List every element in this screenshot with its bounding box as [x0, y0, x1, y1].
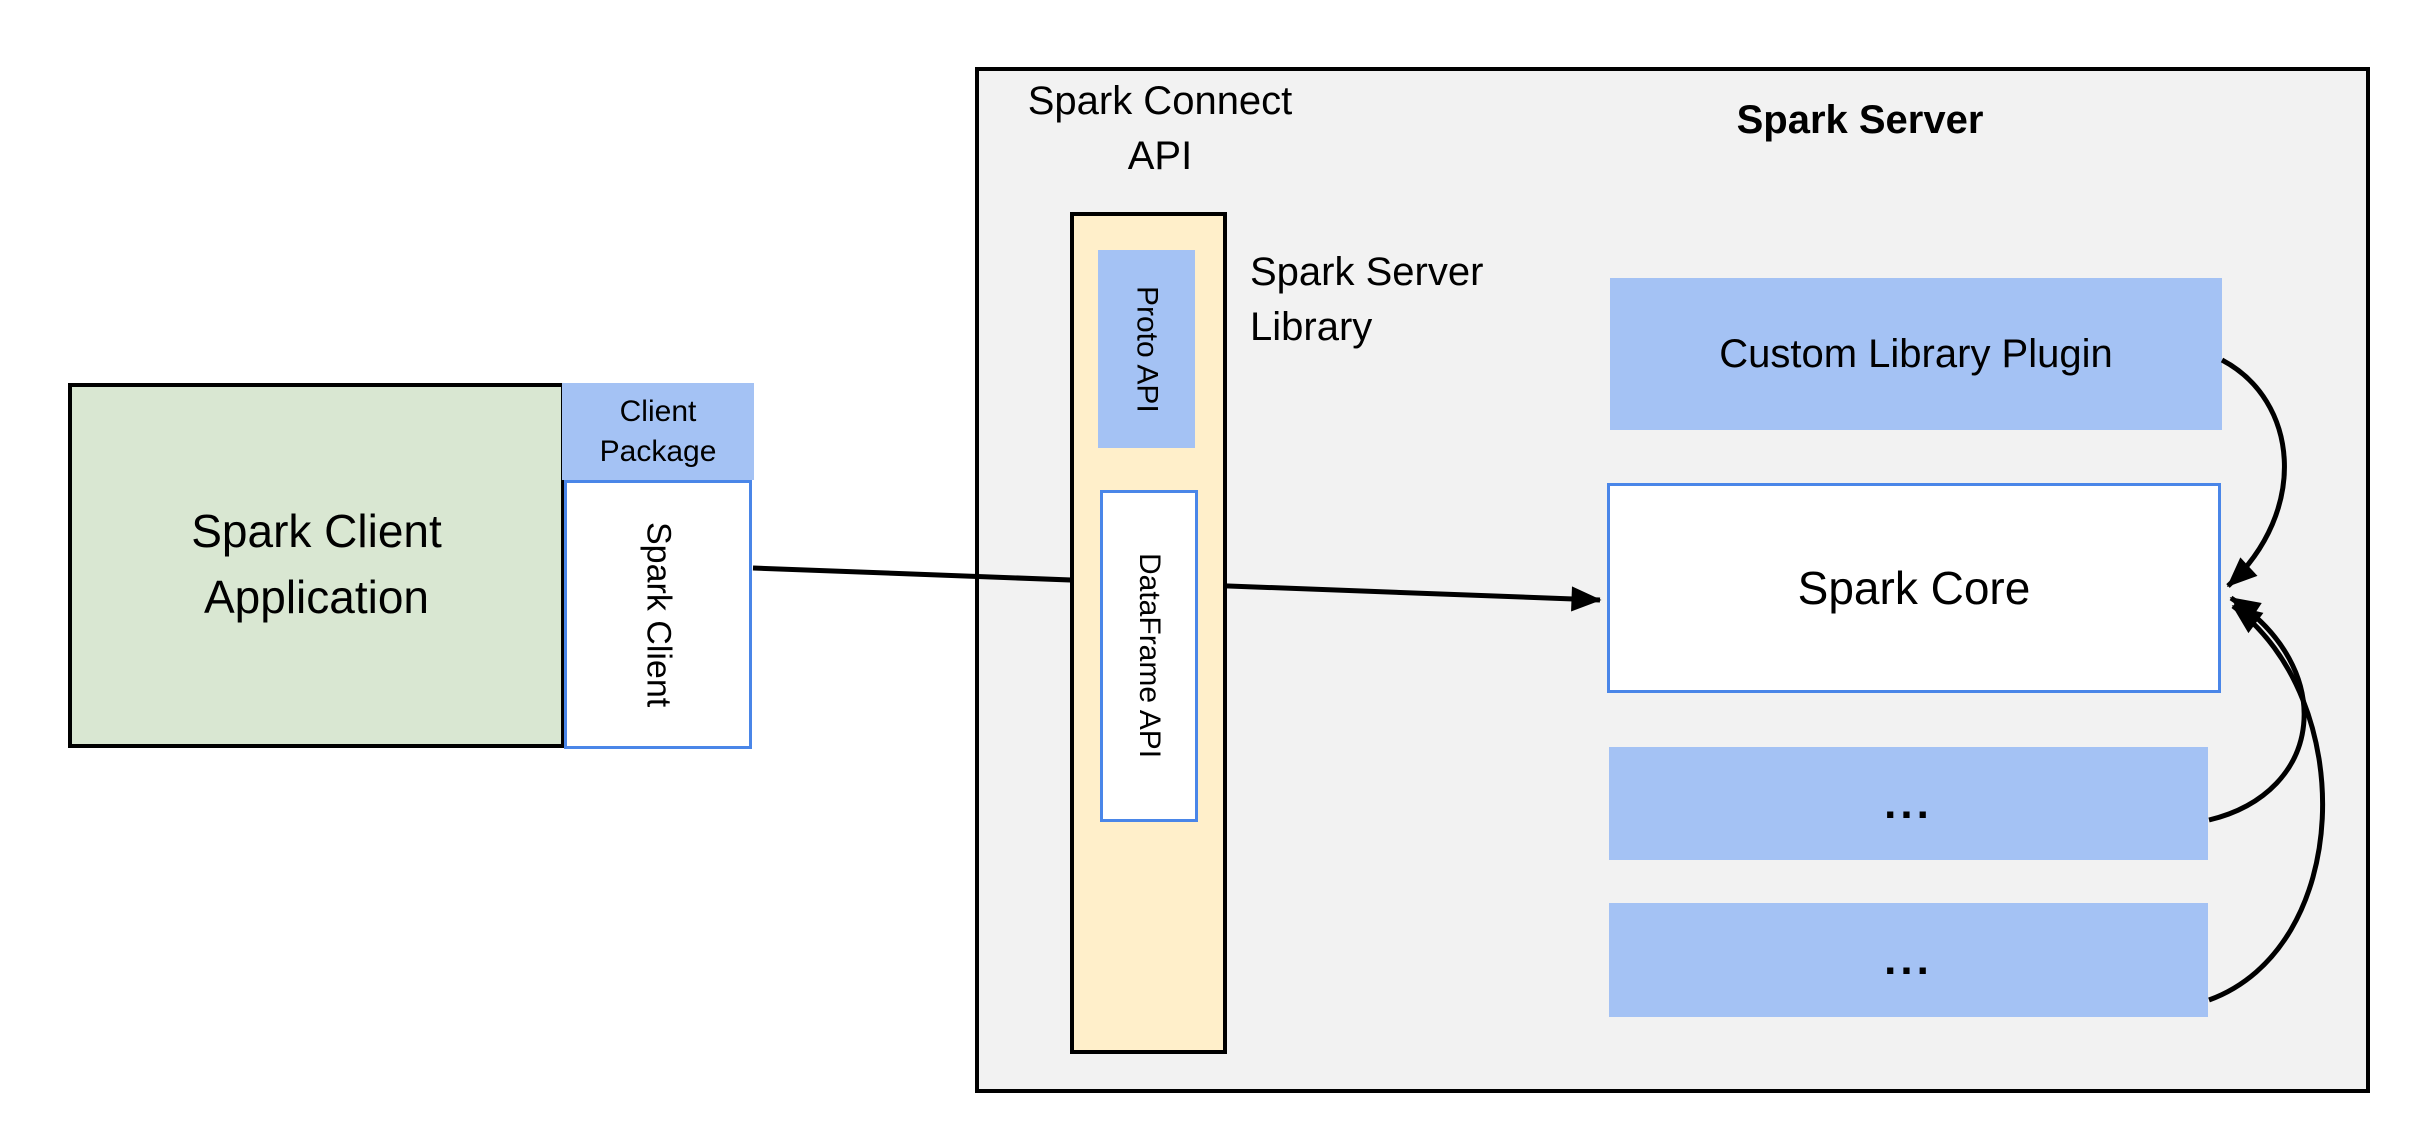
ellipsis-label-1: ... — [1884, 778, 1933, 828]
client-package-box: Client Package — [562, 383, 754, 480]
client-package-line2: Package — [599, 434, 717, 468]
proto-api-box: Proto API — [1098, 250, 1195, 448]
spark-client-box: Spark Client — [564, 480, 752, 749]
ellipsis-box-1: ... — [1609, 747, 2208, 860]
spark-server-library-label: Spark Server Library — [1250, 245, 1670, 355]
ellipsis-label-2: ... — [1884, 935, 1933, 984]
spark-core-label: Spark Core — [1797, 562, 2031, 614]
library-label-line2: Library — [1250, 305, 1373, 349]
spark-connect-api-title: Spark Connect API — [990, 74, 1330, 184]
custom-library-plugin-label: Custom Library Plugin — [1719, 331, 2113, 376]
proto-api-label: Proto API — [1130, 285, 1164, 413]
custom-library-plugin-box: Custom Library Plugin — [1610, 278, 2222, 430]
spark-client-application-box — [68, 383, 565, 748]
spark-client-label: Spark Client — [639, 521, 678, 708]
ellipsis-box-2: ... — [1609, 903, 2208, 1017]
client-package-line1: Client — [619, 394, 697, 428]
dataframe-api-box: DataFrame API — [1100, 490, 1198, 822]
library-label-line1: Spark Server — [1250, 250, 1484, 294]
connect-title-line2: API — [1127, 134, 1193, 178]
connect-title-line1: Spark Connect — [1027, 79, 1293, 123]
spark-server-title: Spark Server — [1736, 98, 1984, 142]
spark-client-application-label: Spark Client Application — [68, 498, 565, 630]
dataframe-api-label: DataFrame API — [1133, 553, 1166, 759]
spark-core-box: Spark Core — [1607, 483, 2221, 693]
app-label-line2: Application — [203, 571, 430, 623]
app-label-line1: Spark Client — [191, 505, 442, 557]
